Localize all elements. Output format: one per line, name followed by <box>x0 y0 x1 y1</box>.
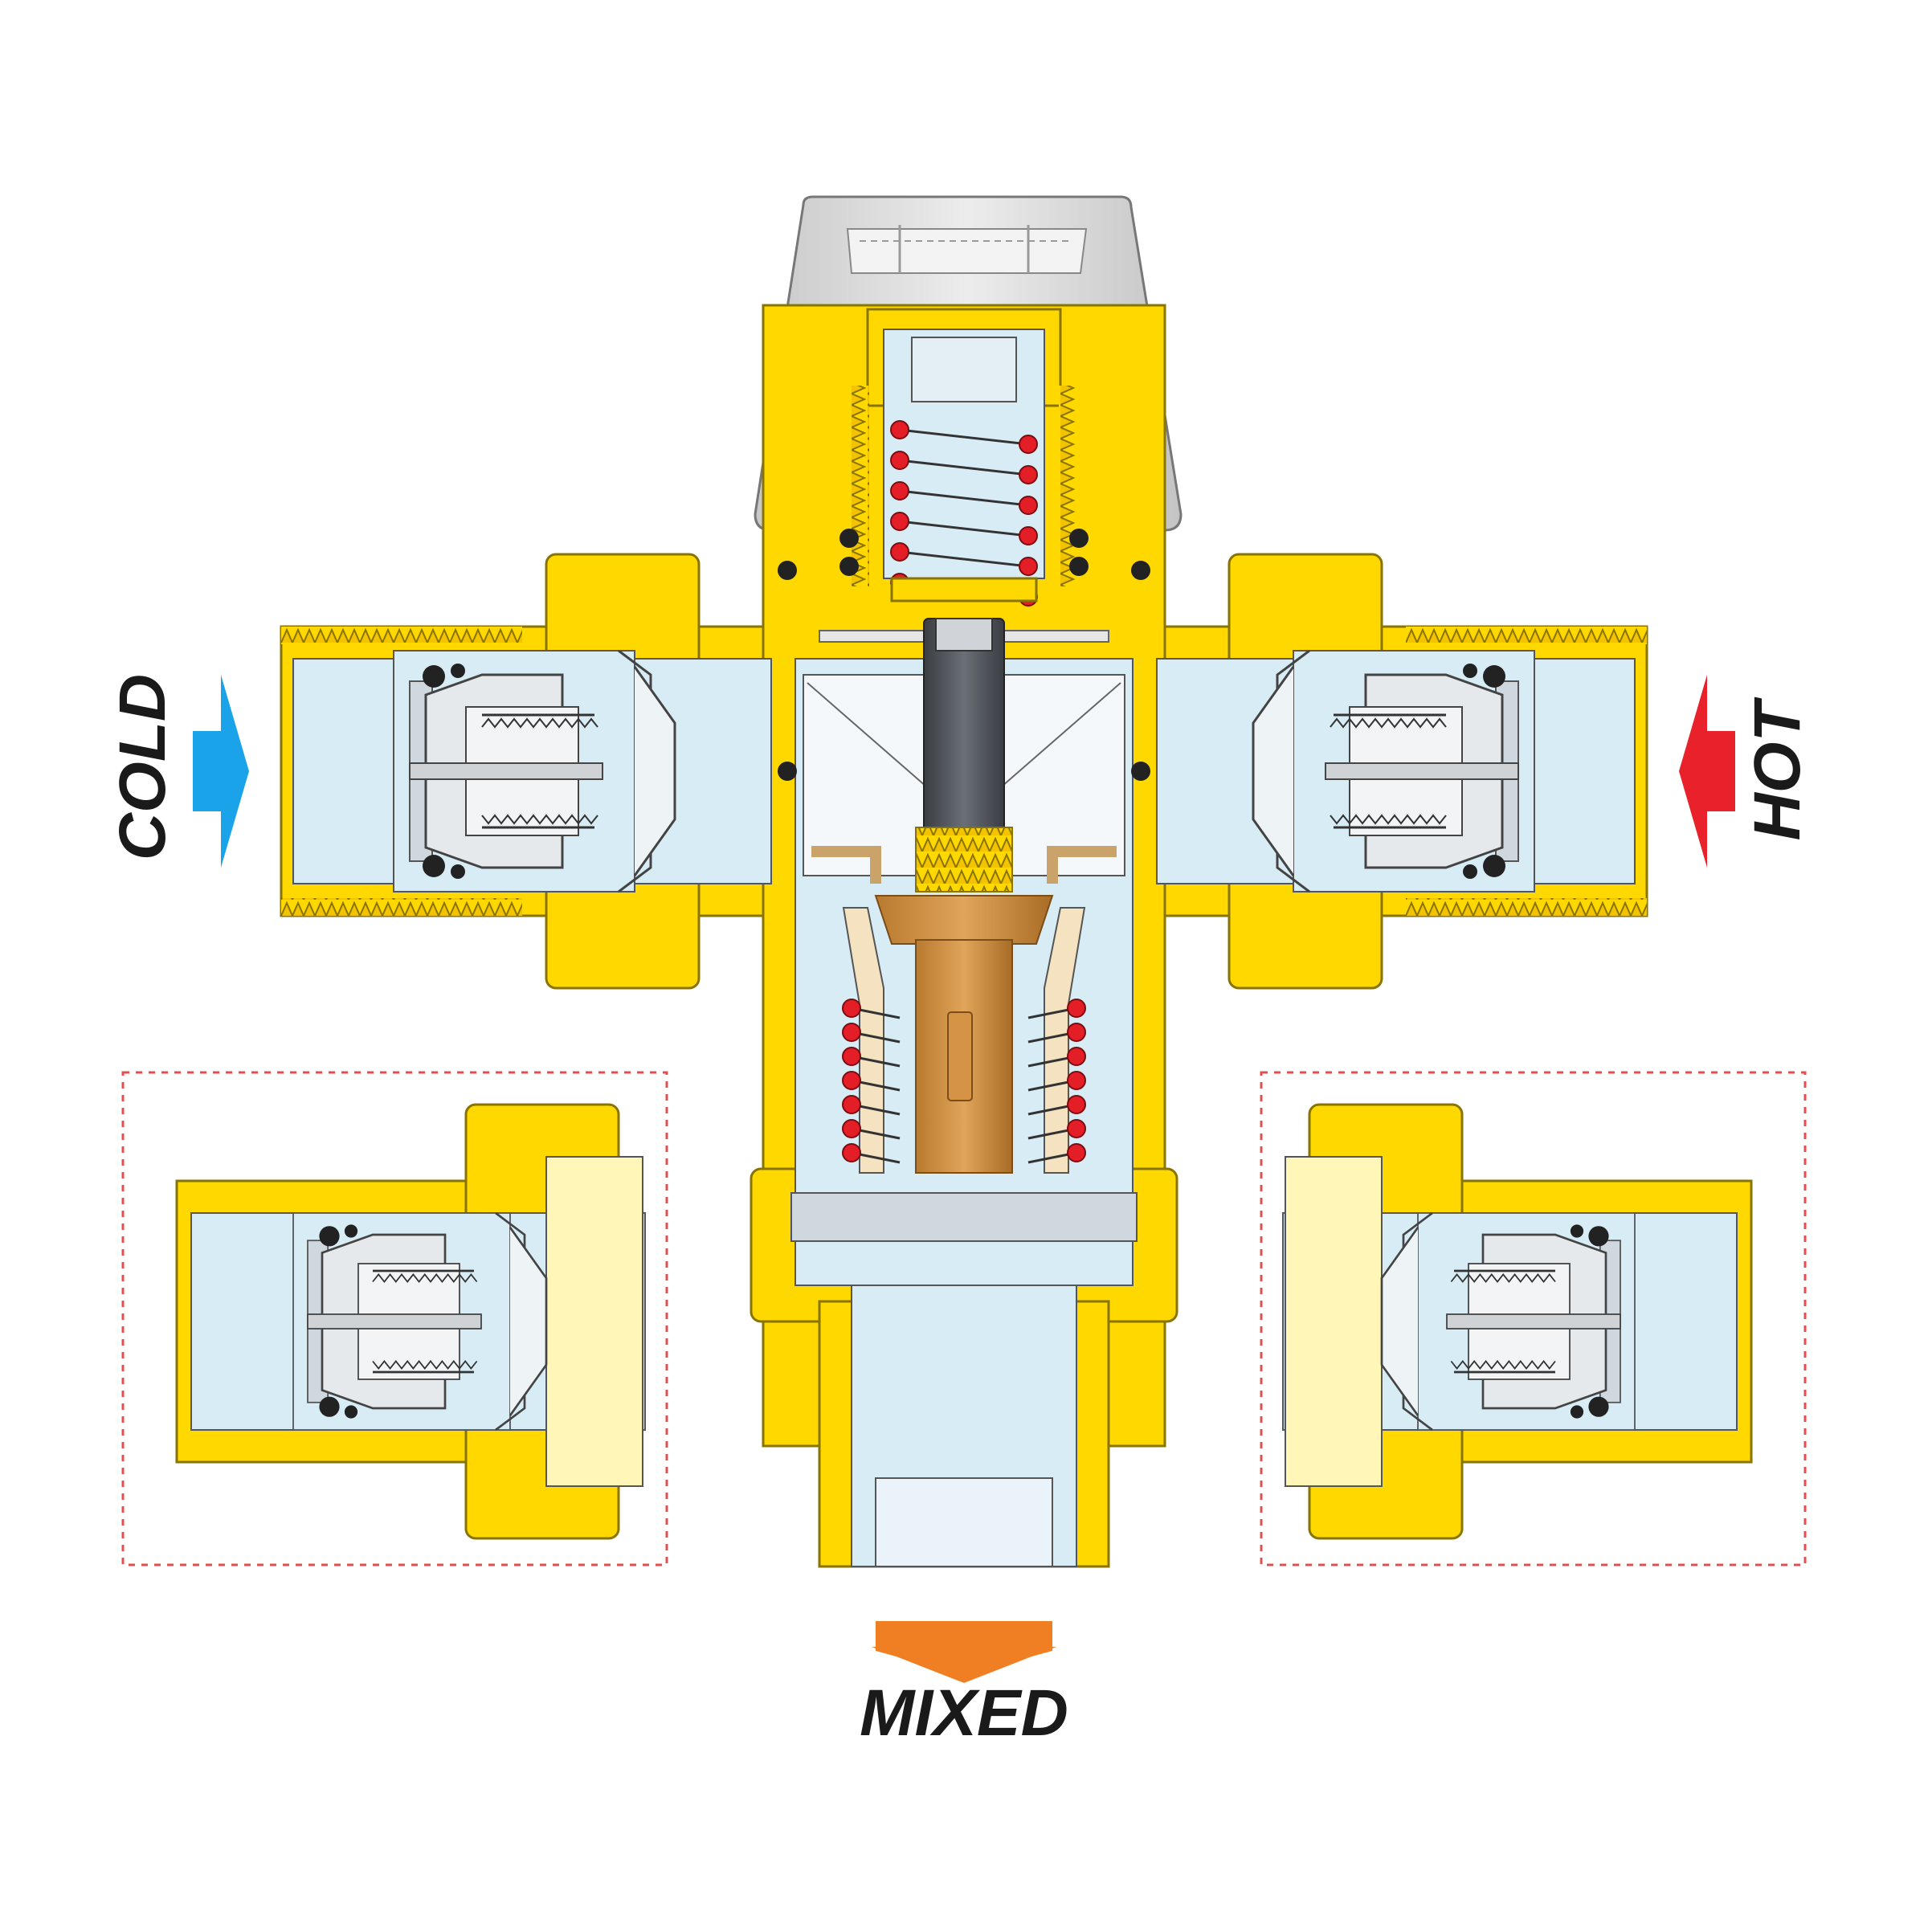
spring-coil-icon <box>1067 1071 1086 1090</box>
hot-label: HOT <box>1741 697 1814 841</box>
hot-inlet-arrow-icon <box>1679 675 1735 868</box>
cold-check-valve <box>392 649 676 893</box>
spring-coil-icon <box>842 1143 861 1162</box>
spring-coil-icon <box>890 512 909 531</box>
spring-coil-icon <box>842 1047 861 1066</box>
thermostatic-element <box>803 618 1125 1174</box>
spring-coil-icon <box>842 999 861 1018</box>
spring-wire <box>899 520 1029 537</box>
o-rings <box>778 529 1150 781</box>
spring-wire <box>899 489 1029 507</box>
spring-coil-icon <box>1067 1023 1086 1042</box>
spring-coil-icon <box>842 1119 861 1138</box>
spring-coil-icon <box>1067 999 1086 1018</box>
spring-coil-icon <box>1019 526 1038 545</box>
spring-coil-icon <box>1019 557 1038 576</box>
spring-coil-icon <box>1019 435 1038 454</box>
hot-inset-detail <box>1260 1071 1807 1566</box>
spring-coil-icon <box>842 1071 861 1090</box>
spring-coil-icon <box>1067 1143 1086 1162</box>
spring-coil-icon <box>890 481 909 500</box>
spring-coil-icon <box>1067 1119 1086 1138</box>
mixed-outlet-arrow-icon <box>872 1621 1056 1683</box>
spring-coil-icon <box>890 542 909 562</box>
spring-coil-icon <box>1019 465 1038 484</box>
spring-coil-icon <box>1067 1095 1086 1114</box>
spring-coil-icon <box>890 451 909 470</box>
spring-coil-icon <box>842 1095 861 1114</box>
hot-check-valve <box>1252 649 1536 893</box>
cold-label: COLD <box>106 674 179 860</box>
spring-wire <box>899 459 1029 476</box>
cold-inset-detail <box>121 1071 668 1566</box>
mixed-label: MIXED <box>860 1677 1068 1750</box>
cold-inlet-arrow-icon <box>193 675 249 868</box>
spring-wire <box>899 550 1029 568</box>
spring-coil-icon <box>890 420 909 439</box>
spring-coil-icon <box>1067 1047 1086 1066</box>
spring-wire <box>899 428 1029 446</box>
spring-coil-icon <box>1019 496 1038 515</box>
spring-coil-icon <box>842 1023 861 1042</box>
